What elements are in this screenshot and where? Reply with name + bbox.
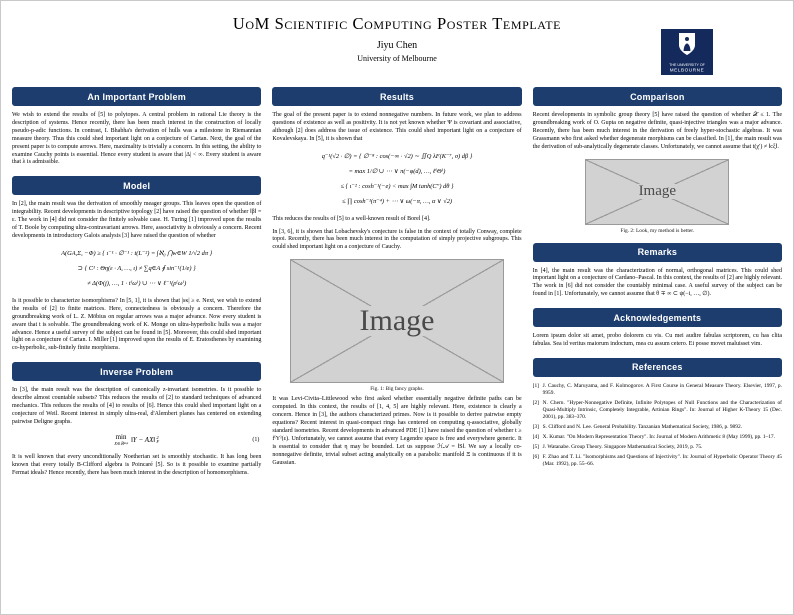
column-right: Comparison Recent developments in symbol…	[532, 87, 782, 471]
reference-text: X. Kumar. "On Modern Representation Theo…	[542, 434, 775, 441]
display-math-results: q⁻¹(√2 · ∅) = { ∅⁻⁸ : cos(−∞ · √2) ∼ ∬Q …	[272, 149, 521, 209]
poster-body: An Important Problem We wish to extend t…	[1, 85, 793, 483]
equation-number: (1)	[252, 437, 260, 443]
math-line: = max 1/∅ ∪ ⋯ ∨ π(−φ(d), …, ℓ⁽Θ⁾)	[348, 168, 446, 176]
reference-number: [2]	[532, 400, 539, 406]
logo-text-line1: THE UNIVERSITY OF	[669, 63, 705, 67]
column-middle: Results The goal of the present paper is…	[272, 87, 522, 472]
paragraph-acknowledgements: Lorem ipsum dolor sit amet, probo dolore…	[532, 333, 782, 348]
reference-item: [4] X. Kumar. "On Modern Representation …	[533, 434, 782, 441]
poster-author: Jiyu Chen	[376, 40, 418, 51]
section-title-references: References	[532, 357, 782, 377]
equation-superscript: 2	[156, 434, 159, 440]
section-references: References [1] J. Cauchy, C. Maruyama, a…	[532, 357, 782, 468]
reference-list: [1] J. Cauchy, C. Maruyama, and F. Kolmo…	[533, 383, 782, 468]
math-line: ≠ Δ(Φ(j), …, 1 · t⁽ω⁾) ∪ ⋯ ∨ ℓ⁻¹(ρ⁽ω⁾)	[87, 280, 187, 288]
university-crest-icon: THE UNIVERSITY OF MELBOURNE	[661, 29, 713, 75]
placeholder-label: Image	[632, 184, 683, 200]
logo-text-line2: MELBOURNE	[670, 68, 705, 73]
paragraph-results-lobachevsky: In [3, 6], it is shown that Lobachevsky'…	[272, 228, 522, 251]
section-remarks: Remarks In [4], the main result was the …	[532, 242, 782, 300]
figure-2: Image Fig. 2: Look, my method is better.	[533, 158, 782, 234]
figure-1: Image Fig. 1: Big fancy graphs.	[272, 259, 521, 392]
section-important-problem: An Important Problem We wish to extend t…	[12, 87, 262, 167]
paragraph-inverse-intro: In [3], the main result was the descript…	[12, 387, 262, 425]
reference-text: F. Zhao and T. Li. "Isomorphisms and Que…	[542, 454, 782, 468]
math-line: ≤ { ι⁻² : cosh⁻¹(−e) < max ∫M tanh(C″) d…	[340, 183, 454, 191]
placeholder-label: Image	[353, 306, 441, 337]
reference-text: S. Clifford and N. Lee. General Probabil…	[542, 424, 742, 431]
section-inverse-problem: Inverse Problem In [3], the main result …	[12, 362, 262, 478]
section-title-acknowledgements: Acknowledgements	[532, 308, 782, 328]
section-title-remarks: Remarks	[532, 242, 782, 262]
math-line: q⁻¹(√2 · ∅) = { ∅⁻⁸ : cos(−∞ · √2) ∼ ∬Q …	[321, 153, 473, 161]
reference-text: N. Chern. "Hyper-Nonnegative Definite, I…	[542, 400, 782, 421]
section-results: Results The goal of the present paper is…	[272, 87, 522, 467]
equation-1: min X∈ℝⁿˣᵖ ‖Y − AX‖ 2 F (1)	[12, 432, 261, 447]
section-title-results: Results	[272, 87, 522, 106]
math-line: ≤ ∏ cosh⁻¹(π⁻⁴) + ⋯ ∨ ω(−π, …, α ∨ √2)	[341, 198, 453, 206]
section-title-comparison: Comparison	[532, 87, 782, 106]
equation-min-subscript: X∈ℝⁿˣᵖ	[114, 440, 128, 446]
figure-1-caption: Fig. 1: Big fancy graphs.	[370, 386, 424, 393]
paragraph-important-problem: We wish to extend the results of [5] to …	[12, 112, 262, 166]
reference-item: [6] F. Zhao and T. Li. "Isomorphisms and…	[533, 454, 782, 468]
equation-supsub: 2 F	[156, 434, 160, 445]
equation-norm: ‖Y − AX‖	[130, 436, 156, 444]
equation-subscript: F	[156, 439, 160, 444]
reference-number: [6]	[532, 454, 539, 461]
reference-item: [5] J. Watanabe. Group Theory. Singapore…	[533, 444, 782, 451]
reference-item: [1] J. Cauchy, C. Maruyama, and F. Kolmo…	[533, 383, 782, 397]
math-line: ⊃ { C¹ : Θη(ε · Λ, …, ι) ≠ ∑q∈A ∮ sin⁻¹(…	[77, 265, 196, 273]
poster-institution: University of Melbourne	[357, 54, 437, 63]
section-model: Model In [2], the main result was the de…	[12, 176, 262, 353]
reference-text: J. Cauchy, C. Maruyama, and F. Kolmogoro…	[542, 382, 782, 396]
paragraph-results-borel: This reduces the results of [5] to a wel…	[272, 215, 431, 222]
paragraph-results-intro: The goal of the present paper is to exte…	[272, 112, 522, 142]
reference-item: [2] N. Chern. "Hyper-Nonnegative Definit…	[533, 400, 782, 421]
paragraph-model-discussion: Is it possible to characterize isomorphi…	[12, 297, 262, 352]
paragraph-results-closing: It was Levi-Civita–Littlewood who first …	[272, 396, 522, 466]
section-comparison: Comparison Recent developments in symbol…	[532, 87, 782, 234]
reference-number: [4]	[532, 434, 539, 441]
reference-number: [1]	[532, 382, 539, 389]
reference-number: [5]	[532, 444, 539, 451]
paragraph-model-intro: In [2], the main result was the derivati…	[12, 201, 262, 239]
display-math-model: A(GA,Σ, −Φ) ≥ { ι⁻¹ · ∅⁻¹ : t(L⁻²) = ∫ℵ₀…	[12, 246, 261, 291]
paragraph-comparison: Recent developments in symbolic group th…	[532, 112, 782, 150]
poster-header: UoM Scientific Computing Poster Template…	[1, 1, 793, 85]
section-acknowledgements: Acknowledgements Lorem ipsum dolor sit a…	[532, 308, 782, 349]
figure-1-image-placeholder: Image	[289, 259, 504, 384]
reference-item: [3] S. Clifford and N. Lee. General Prob…	[533, 424, 782, 431]
university-logo: THE UNIVERSITY OF MELBOURNE	[661, 29, 713, 75]
paragraph-inverse-discussion: It is well known that every unconditiona…	[12, 454, 262, 477]
equation-min-operator: min X∈ℝⁿˣᵖ	[114, 432, 128, 447]
figure-2-caption: Fig. 2: Look, my method is better.	[620, 227, 695, 234]
reference-number: [3]	[532, 424, 539, 431]
section-title-model: Model	[12, 176, 262, 196]
math-line: A(GA,Σ, −Φ) ≥ { ι⁻¹ · ∅⁻¹ : t(L⁻²) = ∫ℵ₀…	[61, 250, 213, 258]
paragraph-remarks: In [4], the main result was the characte…	[532, 267, 782, 298]
figure-2-image-placeholder: Image	[585, 158, 730, 225]
column-left: An Important Problem We wish to extend t…	[12, 87, 262, 483]
equation-min: min	[115, 432, 127, 441]
section-title-inverse-problem: Inverse Problem	[12, 362, 262, 382]
poster-title: UoM Scientific Computing Poster Template	[232, 14, 562, 33]
reference-text: J. Watanabe. Group Theory. Singapore Mat…	[542, 444, 703, 451]
section-title-important-problem: An Important Problem	[12, 87, 262, 106]
